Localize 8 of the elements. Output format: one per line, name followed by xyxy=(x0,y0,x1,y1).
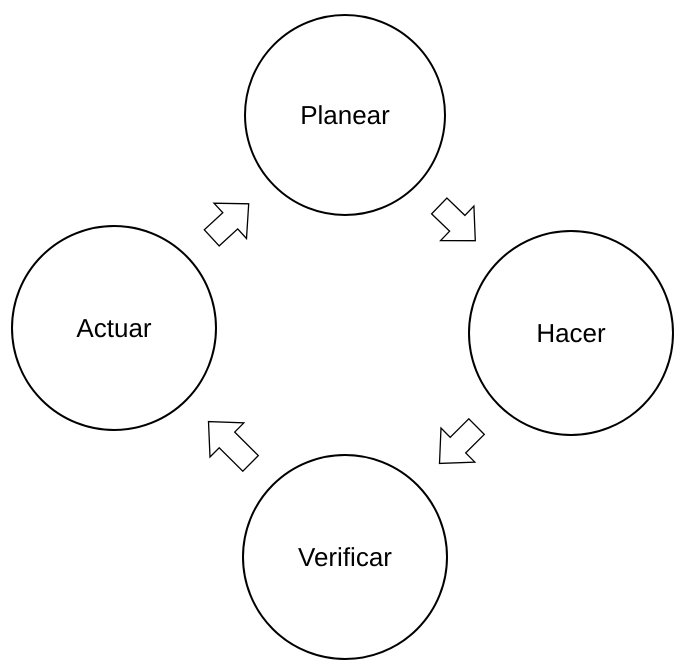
block-arrow xyxy=(438,418,486,464)
node-label: Actuar xyxy=(76,312,152,344)
node-label: Hacer xyxy=(536,318,606,348)
node-label: Planear xyxy=(300,100,390,130)
block-arrow xyxy=(203,202,250,247)
node-label: Verificar xyxy=(298,542,392,572)
block-arrow xyxy=(208,420,260,472)
block-arrow xyxy=(430,197,476,242)
